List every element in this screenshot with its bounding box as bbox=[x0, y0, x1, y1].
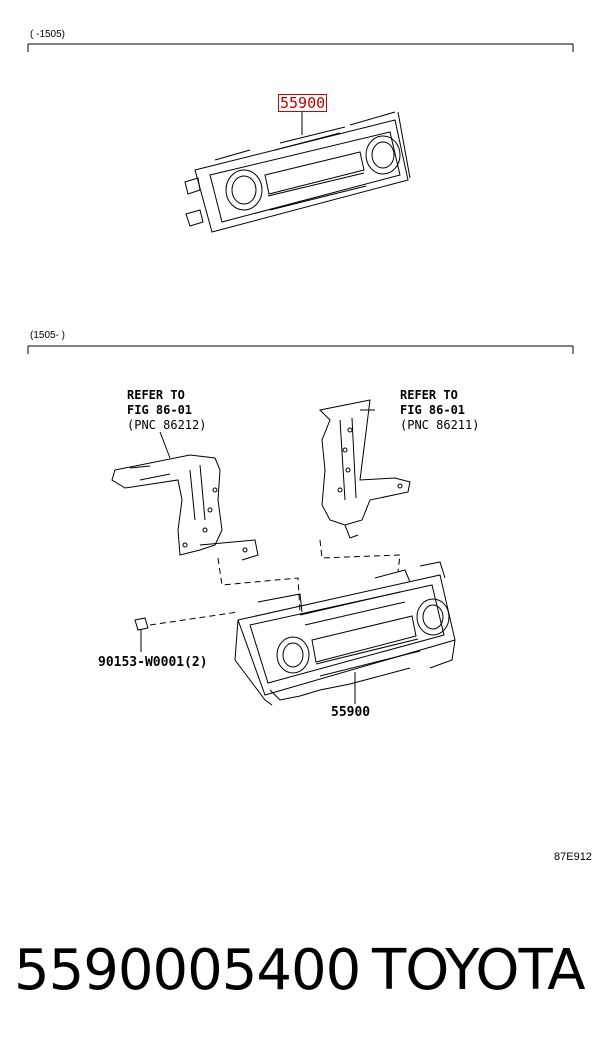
range-label-top: ( -1505) bbox=[30, 29, 66, 40]
screw-part-label[interactable]: 90153-W0001(2) bbox=[98, 655, 208, 670]
dashed-guides bbox=[149, 539, 401, 626]
range-label-bottom: (1505- ) bbox=[30, 330, 66, 341]
part-label-bottom[interactable]: 55900 bbox=[331, 705, 371, 720]
footer-part-number: 5590005400 bbox=[14, 938, 361, 1003]
figure-code: 87E912 bbox=[554, 851, 592, 863]
refer-right-line3: (PNC 86211) bbox=[400, 418, 480, 432]
control-panel-top bbox=[184, 111, 411, 233]
section-rule-bottom bbox=[27, 345, 574, 354]
refer-left-line1: REFER TO bbox=[127, 388, 185, 402]
refer-callout-right[interactable]: REFER TO FIG 86-01 (PNC 86211) bbox=[400, 388, 479, 433]
part-label-top[interactable]: 55900 bbox=[278, 94, 328, 112]
control-panel-bottom bbox=[234, 561, 456, 706]
footer-brand: TOYOTA bbox=[372, 938, 586, 1003]
refer-left-line3: (PNC 86212) bbox=[127, 418, 207, 432]
refer-callout-left[interactable]: REFER TO FIG 86-01 (PNC 86212) bbox=[127, 388, 206, 433]
screw-90153 bbox=[134, 617, 149, 652]
refer-right-line2: FIG 86-01 bbox=[400, 403, 466, 417]
refer-left-line2: FIG 86-01 bbox=[127, 403, 193, 417]
refer-right-line1: REFER TO bbox=[400, 388, 458, 402]
bracket-right bbox=[318, 399, 411, 539]
section-rule-top bbox=[27, 43, 574, 52]
bracket-left bbox=[111, 431, 259, 561]
